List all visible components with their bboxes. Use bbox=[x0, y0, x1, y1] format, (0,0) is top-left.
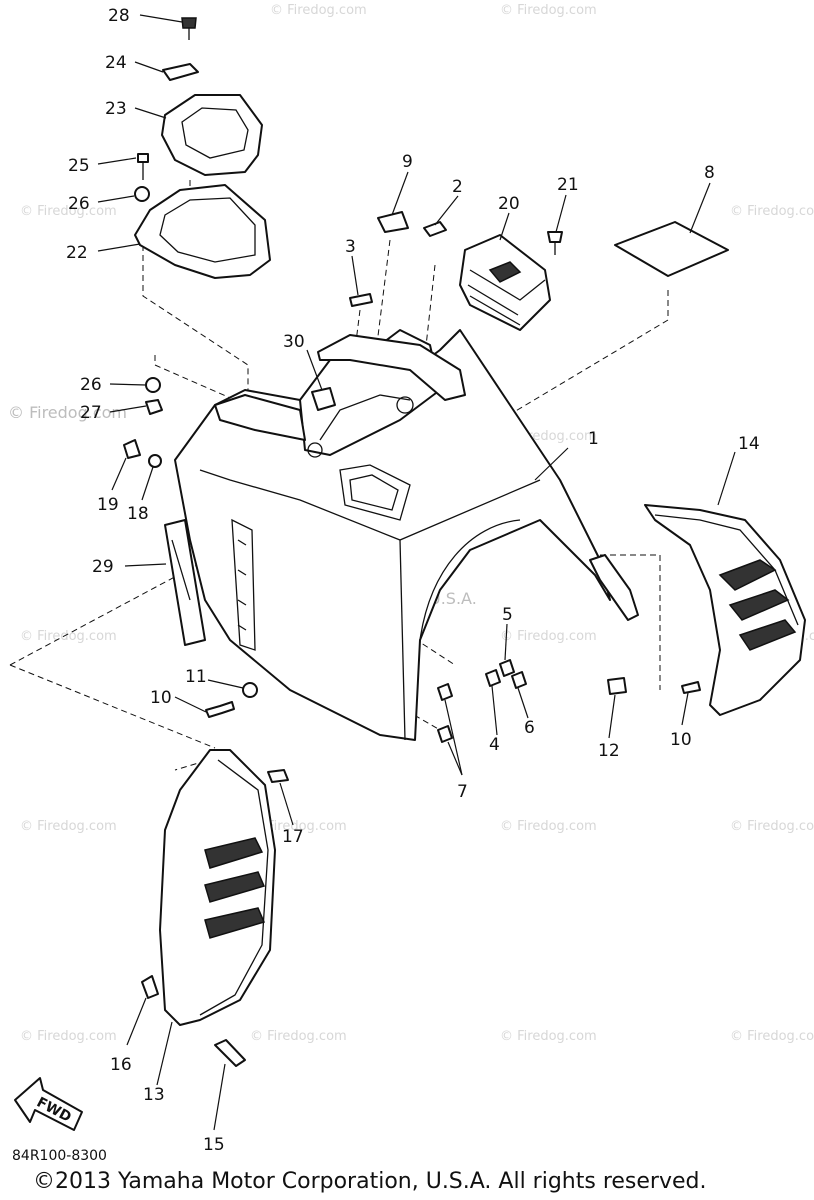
watermark: © Firedog.com bbox=[500, 3, 597, 18]
watermark: © Firedog.com bbox=[730, 1029, 814, 1044]
watermark: © Firedog.com bbox=[270, 3, 367, 18]
callout-3: 3 bbox=[345, 237, 356, 257]
callout-25: 25 bbox=[68, 156, 90, 176]
callout-10a: 10 bbox=[150, 688, 172, 708]
watermark: © Firedog.com bbox=[730, 204, 814, 219]
watermark: © Firedog.com bbox=[20, 204, 117, 219]
watermark: © Firedog.com bbox=[500, 1029, 597, 1044]
callout-23: 23 bbox=[105, 99, 127, 119]
watermark: © Firedog.com bbox=[20, 629, 117, 644]
callout-26: 26 bbox=[68, 194, 90, 214]
tray-22 bbox=[134, 184, 271, 279]
copyright-notice: ©2013 Yamaha Motor Corporation, U.S.A. A… bbox=[33, 1169, 706, 1194]
leader-lines bbox=[97, 14, 736, 1131]
callout-15: 15 bbox=[203, 1135, 225, 1155]
watermark-left: © Firedog.com bbox=[8, 403, 127, 422]
callout-8: 8 bbox=[704, 163, 715, 183]
callout-5: 5 bbox=[502, 605, 513, 625]
callout-30: 30 bbox=[283, 332, 305, 352]
callout-26b: 26 bbox=[80, 375, 102, 395]
watermark: © Firedog.com bbox=[500, 819, 597, 834]
callout-24: 24 bbox=[105, 53, 127, 73]
callout-13: 13 bbox=[143, 1085, 165, 1105]
bracket-29 bbox=[164, 519, 206, 646]
diagram-code: 84R100-8300 bbox=[12, 1148, 107, 1164]
callout-22: 22 bbox=[66, 243, 88, 263]
callout-9: 9 bbox=[402, 152, 413, 172]
callout-20: 20 bbox=[498, 194, 520, 214]
callout-7: 7 bbox=[457, 782, 468, 802]
watermark: © Firedog.com bbox=[250, 819, 347, 834]
callout-2: 2 bbox=[452, 177, 463, 197]
watermark: © Firedog.com bbox=[250, 1029, 347, 1044]
callout-27: 27 bbox=[80, 403, 102, 423]
callout-1: 1 bbox=[588, 429, 599, 449]
callout-11: 11 bbox=[185, 667, 207, 687]
callout-12: 12 bbox=[598, 741, 620, 761]
fwd-arrow: FWD bbox=[14, 1077, 83, 1131]
watermark: © Firedog.com bbox=[20, 819, 117, 834]
callout-16: 16 bbox=[110, 1055, 132, 1075]
front-fender bbox=[174, 329, 639, 741]
callouts: 28 24 23 25 26 22 9 21 8 2 20 3 30 26 27… bbox=[66, 6, 760, 1155]
callout-14: 14 bbox=[738, 434, 760, 454]
callout-29: 29 bbox=[92, 557, 114, 577]
watermark: © Firedog.com bbox=[730, 819, 814, 834]
callout-28: 28 bbox=[108, 6, 130, 26]
callout-4: 4 bbox=[489, 735, 500, 755]
callout-21: 21 bbox=[557, 175, 579, 195]
side-cover-left bbox=[159, 749, 276, 1026]
callout-19: 19 bbox=[97, 495, 119, 515]
callout-6: 6 bbox=[524, 718, 535, 738]
watermark: © Firedog.com bbox=[20, 1029, 117, 1044]
cover-23 bbox=[161, 94, 263, 176]
watermark: © Firedog.com bbox=[500, 629, 597, 644]
small-parts bbox=[123, 17, 729, 1067]
side-cover-right bbox=[644, 504, 806, 716]
callout-10b: 10 bbox=[670, 730, 692, 750]
callout-17: 17 bbox=[282, 827, 304, 847]
callout-18: 18 bbox=[127, 504, 149, 524]
